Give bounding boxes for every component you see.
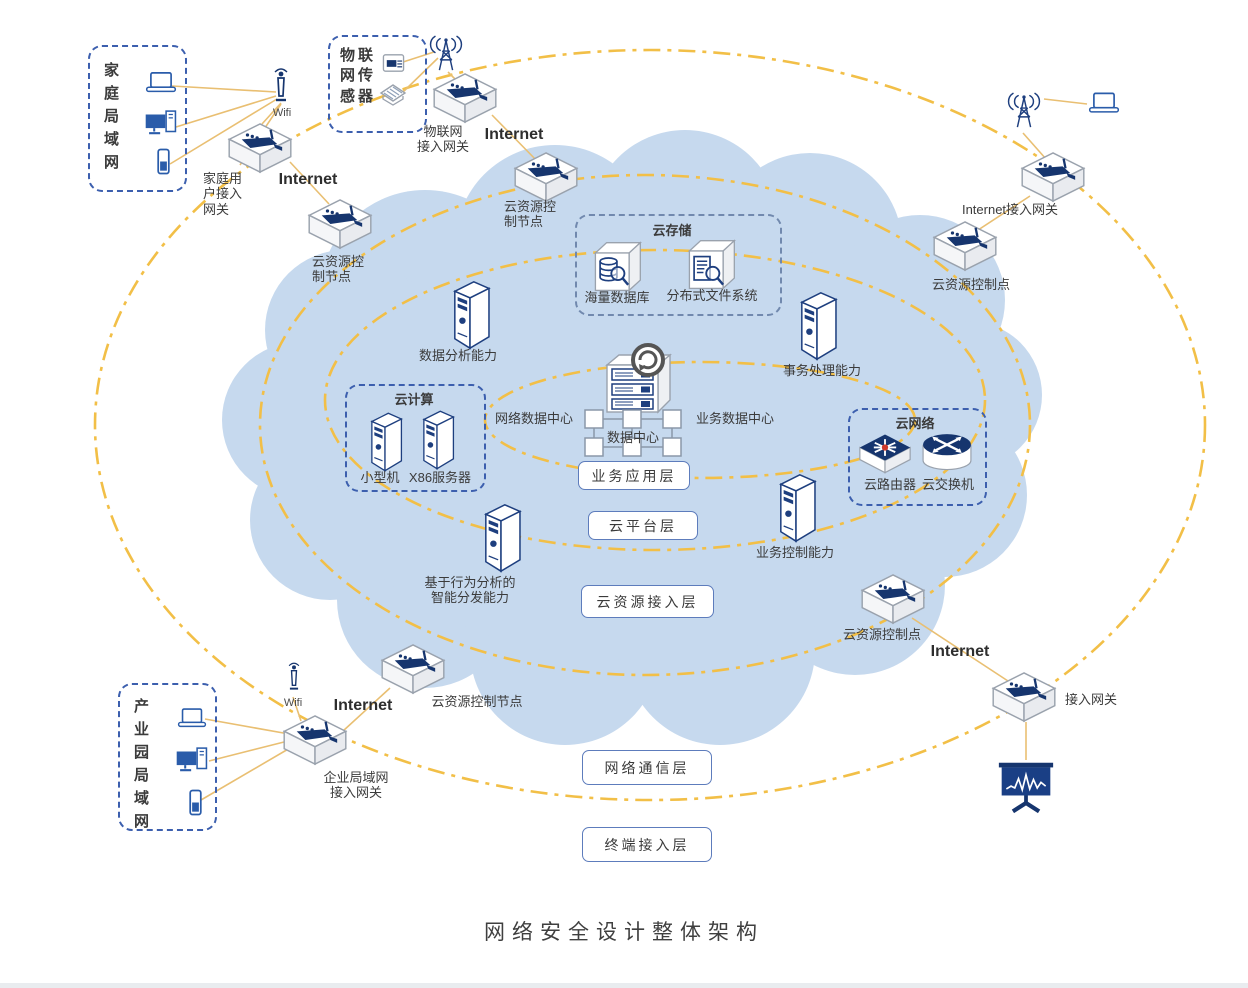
transaction-label: 事务处理能力 [782, 363, 862, 378]
behavior-label: 基于行为分析的 智能分发能力 [424, 575, 516, 606]
cloud-control-point-right-icon [932, 220, 998, 272]
internet-gateway-right-icon [1020, 151, 1086, 203]
internet-gateway-right-label: Internet接入网关 [961, 202, 1059, 217]
cloud-computing-title: 云计算 [394, 392, 434, 407]
home-laptop-icon [145, 70, 177, 96]
cloud-storage-title: 云存储 [652, 223, 692, 238]
x86-server-label: X86服务器 [408, 470, 472, 485]
home-lan-box [88, 45, 187, 192]
network-datacenter-label: 网络数据中心 [494, 411, 574, 426]
cloud-storage-box [575, 214, 782, 316]
massive-database-label: 海量数据库 [584, 290, 650, 305]
remote-laptop-icon [1088, 90, 1120, 117]
wifi-antenna-bottom-icon [285, 661, 303, 695]
iot-sensor-label: 物联 网传 感器 [340, 47, 377, 105]
data-analysis-label: 数据分析能力 [418, 348, 498, 363]
iot-gateway-icon [432, 72, 498, 124]
datacenter-graphic [584, 343, 682, 457]
cloud-control-point-right-label: 云资源控制点 [931, 277, 1011, 292]
cloud-switch-icon [920, 430, 974, 476]
wifi-label-bottom: Wifi [283, 697, 303, 709]
industrial-lan-box [118, 683, 217, 831]
cloud-control-node-left-label: 云资源控 制节点 [312, 254, 365, 285]
internet-label-iot: Internet [484, 126, 544, 143]
x86-server-icon [414, 408, 460, 472]
bottom-divider [0, 983, 1248, 988]
cloud-control-node-bottom-label: 云资源控制节点 [431, 694, 523, 709]
access-gateway-icon [991, 671, 1057, 723]
home-desktop-icon [144, 108, 178, 138]
monitor-board-icon [997, 760, 1055, 816]
connector-lines [169, 51, 1088, 801]
cloud-router-label: 云路由器 [863, 477, 917, 492]
industrial-laptop-icon [177, 706, 207, 731]
behavior-server-icon [474, 501, 528, 575]
cloud-control-node-bottom-icon [380, 643, 446, 695]
layer-network-comm: 网络通信层 [582, 750, 712, 785]
cloud-control-point-bottom-right-label: 云资源控制点 [842, 627, 922, 642]
cloud-router-icon [858, 432, 912, 476]
industrial-lan-label: 产业园局域网 [132, 698, 149, 836]
transaction-server-icon [790, 289, 844, 363]
layer-terminal-access: 终端接入层 [582, 827, 712, 862]
industrial-phone-icon [188, 789, 203, 816]
iot-chip-icon [382, 53, 405, 73]
biz-control-server-icon [769, 471, 823, 545]
layer-resource-access: 云资源接入层 [581, 585, 714, 618]
minicomputer-icon [362, 410, 408, 474]
home-gateway-icon [227, 122, 293, 174]
iot-gateway-label: 物联网 接入网关 [416, 124, 470, 155]
distributed-fs-label: 分布式文件系统 [666, 288, 758, 303]
internet-label-enterprise: Internet [333, 697, 393, 714]
enterprise-gateway-icon [282, 714, 348, 766]
datacenter-label: 数据中心 [606, 430, 660, 445]
home-phone-icon [156, 148, 171, 175]
internet-label-home: Internet [278, 171, 338, 188]
cloud-control-node-top-label: 云资源控 制节点 [504, 199, 557, 230]
cloud-switch-label: 云交换机 [921, 477, 975, 492]
biz-control-label: 业务控制能力 [755, 545, 835, 560]
cloud-computing-box [345, 384, 486, 492]
distributed-fs-icon [680, 236, 740, 294]
iot-sensor-icon [379, 83, 407, 107]
iot-sensor-box [328, 35, 427, 133]
page-title: 网络安全设计整体架构 [484, 921, 764, 944]
enterprise-gateway-label: 企业局域网 接入网关 [323, 770, 389, 801]
wifi-antenna-top-icon [270, 68, 292, 106]
minicomputer-label: 小型机 [360, 470, 400, 485]
massive-database-icon [586, 238, 646, 296]
home-gateway-label: 家庭用 户接入 网关 [203, 171, 243, 217]
business-datacenter-label: 业务数据中心 [695, 411, 775, 426]
cloud-network-title: 云网络 [895, 416, 935, 431]
layer-platform: 云平台层 [588, 511, 698, 540]
wifi-label-top: Wifi [272, 107, 292, 119]
cloud-control-node-left-icon [307, 198, 373, 250]
layer-app: 业务应用层 [578, 461, 690, 490]
cloud-control-node-top-icon [513, 151, 579, 203]
home-lan-label: 家庭局域网 [102, 62, 119, 177]
industrial-desktop-icon [175, 745, 209, 775]
radio-tower-right-icon [1002, 87, 1046, 135]
cloud-control-point-bottom-right-icon [860, 573, 926, 625]
internet-label-bottom-right: Internet [930, 643, 990, 660]
cloud-network-box [848, 408, 987, 506]
access-gateway-label: 接入网关 [1065, 692, 1118, 707]
radio-tower-top-icon [424, 32, 468, 76]
data-analysis-server-icon [443, 278, 497, 352]
